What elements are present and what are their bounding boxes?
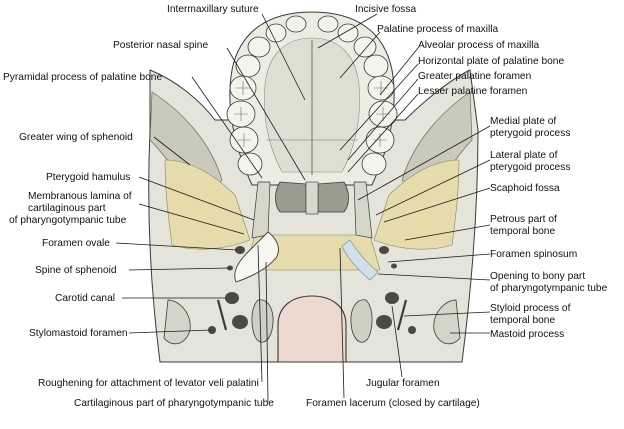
molar-crown-detail xyxy=(234,81,390,147)
label-membranous-lamina-line3: of pharyngotympanic tube xyxy=(9,215,127,226)
label-membranous-lamina-line2: cartilaginous part xyxy=(28,203,106,214)
occipital-condyle-left xyxy=(251,299,274,343)
label-greater-palatine-foramen: Greater palatine foramen xyxy=(418,71,531,82)
label-petrous-part-line2: temporal bone xyxy=(490,226,555,237)
label-palatine-process-of-maxilla: Palatine process of maxilla xyxy=(377,24,499,35)
label-lesser-palatine-foramen: Lesser palatine foramen xyxy=(418,86,527,97)
styloid-left xyxy=(216,299,228,331)
label-lateral-plate-line1: Lateral plate of xyxy=(490,150,558,161)
pharyngotympanic-tube-right xyxy=(341,239,379,281)
label-opening-to-bony-part-line2: of pharyngotympanic tube xyxy=(490,283,608,294)
sphenoid-region-right xyxy=(373,159,460,250)
label-horizontal-plate-of-palatine-bone: Horizontal plate of palatine bone xyxy=(418,56,564,67)
choana-right xyxy=(317,181,349,213)
label-mastoid-process: Mastoid process xyxy=(490,329,564,340)
skull-illustration xyxy=(148,11,479,363)
label-lateral-plate-line2: pterygoid process xyxy=(490,162,570,173)
foramina-right xyxy=(376,246,416,334)
label-incisive-fossa: Incisive fossa xyxy=(355,4,416,15)
labels: Intermaxillary suture Incisive fossa Pal… xyxy=(3,4,608,409)
pharyngotympanic-tube-cartilage xyxy=(234,231,279,283)
label-opening-to-bony-part-line1: Opening to bony part xyxy=(490,271,585,282)
leader-lines xyxy=(115,13,491,403)
label-posterior-nasal-spine: Posterior nasal spine xyxy=(113,40,208,51)
occipital-condyle-right xyxy=(350,299,373,343)
label-membranous-lamina-line1: Membranous lamina of xyxy=(28,191,132,202)
pterygoid-plates-right xyxy=(353,181,373,239)
label-pterygoid-hamulus: Pterygoid hamulus xyxy=(46,172,130,183)
label-intermaxillary-suture: Intermaxillary suture xyxy=(167,4,259,15)
styloid-right xyxy=(396,299,408,331)
label-stylomastoid-foramen: Stylomastoid foramen xyxy=(29,328,128,339)
label-greater-wing-of-sphenoid: Greater wing of sphenoid xyxy=(19,132,133,143)
label-cartilaginous-part: Cartilaginous part of pharyngotympanic t… xyxy=(74,398,274,409)
label-roughening: Roughening for attachment of levator vel… xyxy=(38,378,259,389)
label-scaphoid-fossa: Scaphoid fossa xyxy=(490,183,560,194)
foramen-magnum xyxy=(277,295,347,363)
label-foramen-spinosum: Foramen spinosum xyxy=(490,249,577,260)
label-styloid-process-line1: Styloid process of xyxy=(490,303,571,314)
mastoid-left xyxy=(163,299,191,345)
label-petrous-part-line1: Petrous part of xyxy=(490,214,557,225)
label-foramen-ovale: Foramen ovale xyxy=(42,238,110,249)
label-styloid-process-line2: temporal bone xyxy=(490,315,555,326)
label-spine-of-sphenoid: Spine of sphenoid xyxy=(35,265,117,276)
label-medial-plate-line1: Medial plate of xyxy=(490,116,556,127)
foramina-left xyxy=(208,246,248,334)
label-alveolar-process-of-maxilla: Alveolar process of maxilla xyxy=(418,40,539,51)
choana-left xyxy=(275,181,307,213)
label-medial-plate-line2: pterygoid process xyxy=(490,128,570,139)
label-foramen-lacerum: Foramen lacerum (closed by cartilage) xyxy=(306,398,480,409)
label-carotid-canal: Carotid canal xyxy=(55,293,115,304)
label-pyramidal-process-of-palatine-bone: Pyramidal process of palatine bone xyxy=(3,72,162,83)
vomer xyxy=(305,181,319,215)
label-jugular-foramen: Jugular foramen xyxy=(366,378,440,389)
